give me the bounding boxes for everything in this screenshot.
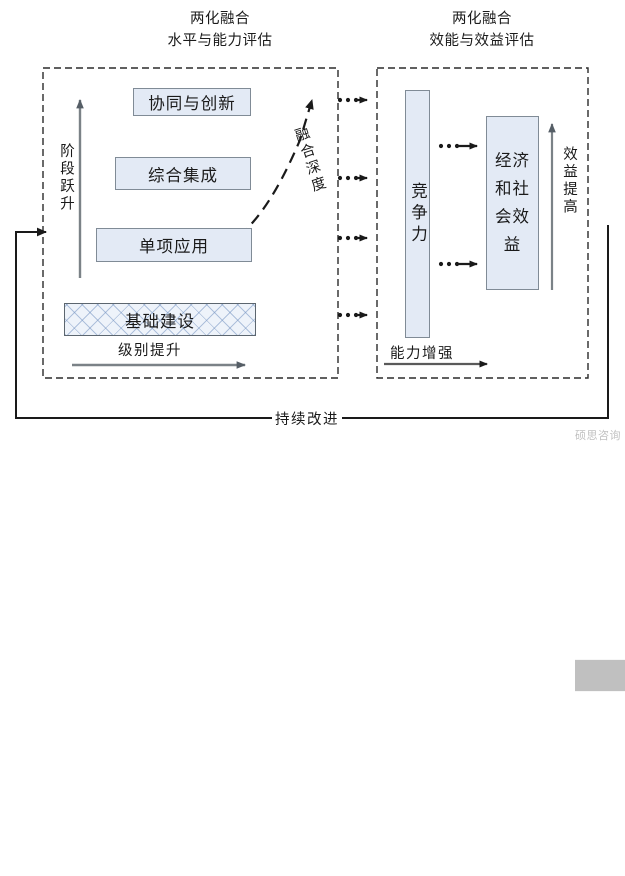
diagram-canvas: 两化融合 水平与能力评估 两化融合 效能与效益评估 协同与创新 综合集成 单项应… [15, 8, 625, 692]
stage-axis-label: 阶段跃升 [58, 143, 74, 213]
level-axis-label: 级别提升 [118, 343, 182, 359]
level-box-single-application[interactable]: 单项应用 [96, 228, 252, 262]
watermark: 硕思咨询 [575, 427, 625, 692]
level-box-infrastructure[interactable]: 基础建设 [64, 303, 256, 336]
level-box-label: 单项应用 [139, 237, 209, 256]
watermark-logo-icon [575, 659, 625, 692]
economic-social-benefit-label: 经济和社会效益 [495, 151, 530, 254]
left-panel-border [42, 67, 339, 379]
competitiveness-box[interactable]: 竞争力 [405, 90, 430, 338]
left-panel-title-line2: 水平与能力评估 [167, 33, 273, 49]
left-panel-title: 两化融合 水平与能力评估 [110, 8, 330, 52]
level-box-integrated-integration[interactable]: 综合集成 [115, 157, 251, 190]
diagram-vector-layer [15, 67, 609, 419]
level-box-label: 综合集成 [148, 165, 218, 185]
level-box-label: 协同与创新 [148, 94, 236, 113]
right-panel-title-line2: 效能与效益评估 [429, 33, 535, 49]
feedback-loop-path [15, 225, 609, 419]
level-box-label: 基础建设 [125, 311, 195, 331]
capability-axis-label: 能力增强 [390, 346, 454, 362]
watermark-text: 硕思咨询 [575, 430, 621, 442]
feedback-loop-label: 持续改进 [272, 408, 342, 429]
right-panel-title: 两化融合 效能与效益评估 [382, 8, 582, 52]
panel-connectors [337, 96, 369, 319]
left-panel-title-line1: 两化融合 [190, 11, 250, 27]
right-panel-border [376, 67, 589, 379]
benefit-axis-label: 效益提高 [561, 146, 577, 216]
competitiveness-label: 竞争力 [408, 181, 428, 247]
economic-social-benefit-box[interactable]: 经济和社会效益 [486, 116, 539, 290]
right-panel-title-line1: 两化融合 [452, 11, 512, 27]
right-inner-connectors [438, 142, 479, 268]
level-box-collaboration-innovation[interactable]: 协同与创新 [133, 88, 251, 116]
